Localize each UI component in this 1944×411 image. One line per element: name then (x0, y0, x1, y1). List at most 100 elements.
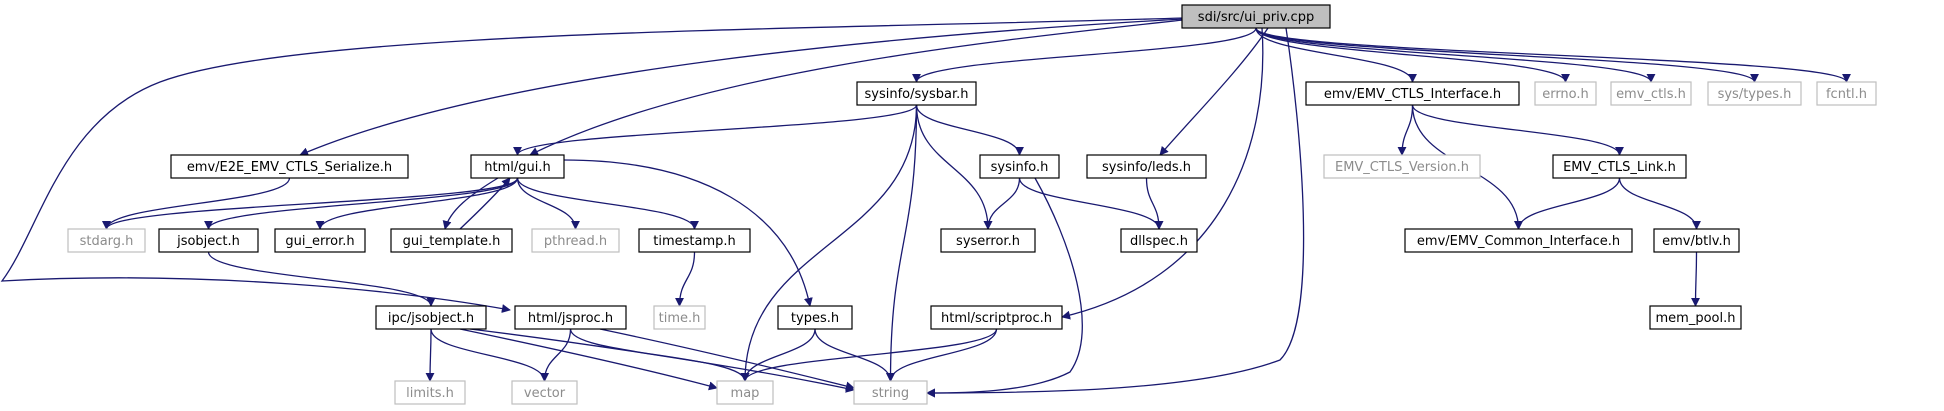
node-label: ipc/jsobject.h (388, 311, 474, 326)
node-label: map (731, 386, 760, 401)
node-leds[interactable]: sysinfo/leds.h (1086, 154, 1207, 179)
node-label: emv/E2E_EMV_CTLS_Serialize.h (187, 160, 392, 175)
node-box (856, 81, 977, 106)
node-label: gui_template.h (403, 234, 501, 249)
node-label: emv/EMV_CTLS_Interface.h (1324, 87, 1501, 102)
node-label: sys/types.h (1718, 87, 1792, 102)
node-guierror[interactable]: gui_error.h (274, 228, 366, 253)
node-box (470, 154, 565, 179)
node-label: limits.h (406, 386, 454, 401)
edge-jsproc-to-string (599, 328, 855, 391)
edge-gui-to-guierror (315, 177, 519, 230)
node-limits: limits.h (394, 380, 466, 405)
edge-root-to-emvctls (1255, 27, 1656, 83)
node-label: EMV_CTLS_Version.h (1335, 160, 1469, 175)
node-time: time.h (653, 305, 706, 330)
node-label: sysinfo/leds.h (1102, 160, 1191, 175)
edge-root-to-systypes (1255, 27, 1759, 83)
node-jsproc[interactable]: html/jsproc.h (514, 305, 627, 330)
edge-sysbar-to-gui (513, 104, 918, 156)
edge-root-to-gui (529, 19, 1184, 156)
node-label: fcntl.h (1826, 87, 1867, 102)
node-jsobject[interactable]: jsobject.h (158, 228, 259, 253)
edge-link-to-btlv (1618, 177, 1701, 230)
node-fcntl: fcntl.h (1816, 81, 1877, 106)
node-emvctls: emv_ctls.h (1610, 81, 1692, 106)
node-label: time.h (659, 311, 701, 326)
node-version: EMV_CTLS_Version.h (1323, 154, 1481, 179)
edge-gui-to-timestamp (516, 177, 699, 230)
edge-root-to-leds (1159, 27, 1269, 156)
node-label: gui_error.h (285, 234, 354, 249)
node-box (514, 305, 627, 330)
node-label: errno.h (1542, 87, 1589, 102)
node-box (930, 305, 1063, 330)
node-box (1404, 228, 1633, 253)
node-common[interactable]: emv/EMV_Common_Interface.h (1404, 228, 1633, 253)
edge-types-to-map (740, 328, 816, 382)
node-emvif[interactable]: emv/EMV_CTLS_Interface.h (1305, 81, 1520, 106)
node-label: jsobject.h (176, 234, 240, 249)
node-box (375, 305, 487, 330)
edge-emvif-to-link (1411, 104, 1624, 156)
node-box (1653, 228, 1740, 253)
node-box (979, 154, 1060, 179)
node-e2e[interactable]: emv/E2E_EMV_CTLS_Serialize.h (170, 154, 409, 179)
node-guitemplate[interactable]: gui_template.h (390, 228, 513, 253)
edge-sysbar-to-sysinfo (915, 104, 1024, 156)
edge-btlv-to-mempool (1691, 251, 1701, 307)
node-box (1552, 154, 1687, 179)
node-root[interactable]: sdi/src/ui_priv.cpp (1181, 4, 1331, 29)
edge-sysbar-to-syserror (915, 104, 993, 230)
node-syserror[interactable]: syserror.h (940, 228, 1036, 253)
edge-sysinfo-to-syserror (983, 177, 1021, 230)
node-timestamp[interactable]: timestamp.h (638, 228, 751, 253)
node-label: html/jsproc.h (528, 311, 613, 326)
edge-script-to-map (740, 328, 998, 382)
node-label: dllspec.h (1130, 234, 1188, 249)
node-ipcjs[interactable]: ipc/jsobject.h (375, 305, 487, 330)
node-gui[interactable]: html/gui.h (470, 154, 565, 179)
edge-sysbar-to-map (740, 104, 918, 382)
edge-leds-to-dllspec (1145, 177, 1164, 230)
node-sysinfo[interactable]: sysinfo.h (979, 154, 1060, 179)
edge-ipcjs-to-vector (430, 328, 549, 382)
edge-root-to-errno (1255, 27, 1570, 83)
node-label: EMV_CTLS_Link.h (1563, 160, 1676, 175)
node-label: syserror.h (956, 234, 1020, 249)
node-link[interactable]: EMV_CTLS_Link.h (1552, 154, 1687, 179)
node-label: types.h (791, 311, 839, 326)
node-stdarg: stdarg.h (67, 228, 146, 253)
node-box (1181, 4, 1331, 29)
node-dllspec[interactable]: dllspec.h (1120, 228, 1198, 253)
node-types[interactable]: types.h (777, 305, 853, 330)
node-box (1534, 81, 1597, 106)
node-mempool[interactable]: mem_pool.h (1649, 305, 1742, 330)
node-script[interactable]: html/scriptproc.h (930, 305, 1063, 330)
edge-sysinfo-to-dllspec (1018, 177, 1164, 230)
edge-root-to-string (926, 27, 1305, 398)
node-box (511, 380, 578, 405)
node-btlv[interactable]: emv/btlv.h (1653, 228, 1740, 253)
node-label: pthread.h (544, 234, 607, 249)
node-sysbar[interactable]: sysinfo/sysbar.h (856, 81, 977, 106)
node-label: string (872, 386, 909, 401)
node-label: html/scriptproc.h (941, 311, 1052, 326)
node-pthread: pthread.h (531, 228, 620, 253)
node-box (853, 380, 928, 405)
node-box (1610, 81, 1692, 106)
node-box (777, 305, 853, 330)
edge-root-to-jsproc (0, 17, 1184, 313)
node-label: sdi/src/ui_priv.cpp (1198, 10, 1314, 25)
node-box (390, 228, 513, 253)
node-box (67, 228, 146, 253)
node-box (274, 228, 366, 253)
node-label: stdarg.h (80, 234, 134, 249)
edge-types-to-string (814, 328, 895, 382)
node-box (716, 380, 774, 405)
node-string: string (853, 380, 928, 405)
edge-ipcjs-to-limits (425, 328, 435, 382)
edge-root-to-sysbar (912, 27, 1257, 83)
node-box (1649, 305, 1742, 330)
